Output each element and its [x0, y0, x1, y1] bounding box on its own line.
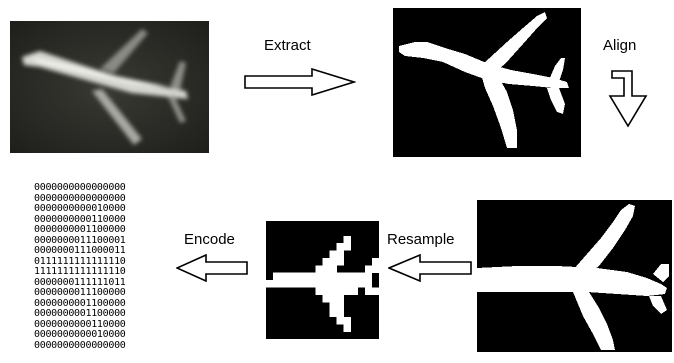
resample-cell [294, 272, 302, 281]
resample-cell [329, 309, 337, 318]
code-row: 0000000001100000 [34, 308, 126, 319]
resample-cell [343, 287, 351, 295]
resample-arrow-icon [388, 254, 472, 282]
resample-cell [301, 280, 309, 288]
code-row: 0000000000000000 [34, 182, 126, 193]
resample-cell [336, 257, 344, 266]
resample-cell [266, 280, 274, 288]
code-row: 0000000000110000 [34, 318, 126, 330]
resampled-silhouette [266, 221, 379, 339]
resample-cell [364, 265, 373, 273]
resample-cell [322, 280, 330, 288]
resample-cell [343, 280, 351, 288]
resample-cell [301, 272, 309, 281]
resample-cell [322, 294, 330, 303]
resample-cell [315, 280, 323, 288]
code-row: 0000000000010000 [34, 203, 126, 214]
resample-cell [280, 272, 288, 281]
aligned-silhouette [477, 200, 672, 352]
resample-cell [329, 302, 337, 310]
resample-cell [280, 280, 288, 288]
resample-cell [294, 280, 302, 288]
resample-cell [371, 257, 379, 266]
resample-cell [364, 287, 373, 295]
resample-cell [329, 250, 337, 259]
resample-label: Resample [387, 231, 455, 248]
extract-arrow-icon [244, 68, 356, 96]
resample-cell [343, 316, 351, 325]
code-row: 0000000111111011 [34, 276, 126, 288]
resample-cell [364, 272, 373, 281]
code-row: 0000000111000011 [34, 245, 126, 256]
resample-cell [308, 272, 316, 281]
resample-cell [336, 294, 344, 303]
code-row: 0111111111111110 [34, 255, 126, 267]
code-row: 0000000000110000 [34, 213, 126, 225]
align-label: Align [603, 37, 637, 54]
resample-cell [336, 250, 344, 259]
resample-cell [287, 280, 295, 288]
extracted-silhouette [393, 8, 581, 157]
resample-cell [343, 272, 351, 281]
resample-cell [336, 316, 344, 325]
resample-cell [329, 272, 337, 281]
resample-cell [350, 280, 358, 288]
resample-cell [329, 287, 337, 295]
resample-cell [350, 287, 358, 295]
code-row: 0000000011100000 [34, 287, 126, 298]
resample-cell [315, 265, 323, 273]
resample-cell [336, 309, 344, 318]
resample-cell [343, 235, 351, 244]
resample-cell [336, 243, 344, 251]
resample-cell [336, 280, 344, 288]
resample-cell [322, 257, 330, 266]
aircraft-photo [10, 21, 209, 153]
align-arrow-icon [608, 70, 648, 128]
resample-cell [336, 302, 344, 310]
code-row: 0000000001100000 [34, 224, 126, 235]
resample-cell [322, 287, 330, 295]
encode-label: Encode [184, 231, 235, 248]
code-row: 0000000011100001 [34, 234, 126, 246]
extract-label: Extract [264, 37, 311, 54]
encode-arrow-icon [176, 254, 248, 282]
resample-cell [315, 272, 323, 281]
resample-cell [329, 257, 337, 266]
resample-cell [357, 272, 366, 281]
resample-cell [357, 280, 366, 288]
resample-cell [364, 280, 373, 288]
resample-cell [336, 272, 344, 281]
resample-cell [322, 272, 330, 281]
resample-cell [350, 272, 358, 281]
code-row: 1111111111111110 [34, 266, 126, 277]
code-row: 0000000000000000 [34, 339, 126, 351]
resample-cell [322, 265, 330, 273]
resample-cell [273, 280, 281, 288]
resample-cell [371, 265, 379, 273]
code-row: 0000000000000000 [34, 192, 126, 204]
resample-cell [343, 243, 351, 251]
resample-cell [329, 280, 337, 288]
resample-cell [329, 265, 337, 273]
resample-cell [308, 280, 316, 288]
resample-cell [371, 287, 379, 295]
resample-cell [336, 287, 344, 295]
resample-cell [329, 294, 337, 303]
resample-cell [343, 324, 351, 332]
resample-cell [273, 272, 281, 281]
code-row: 0000000001100000 [34, 297, 126, 309]
resample-cell [315, 287, 323, 295]
code-row: 0000000000010000 [34, 329, 126, 340]
resample-cell [287, 272, 295, 281]
